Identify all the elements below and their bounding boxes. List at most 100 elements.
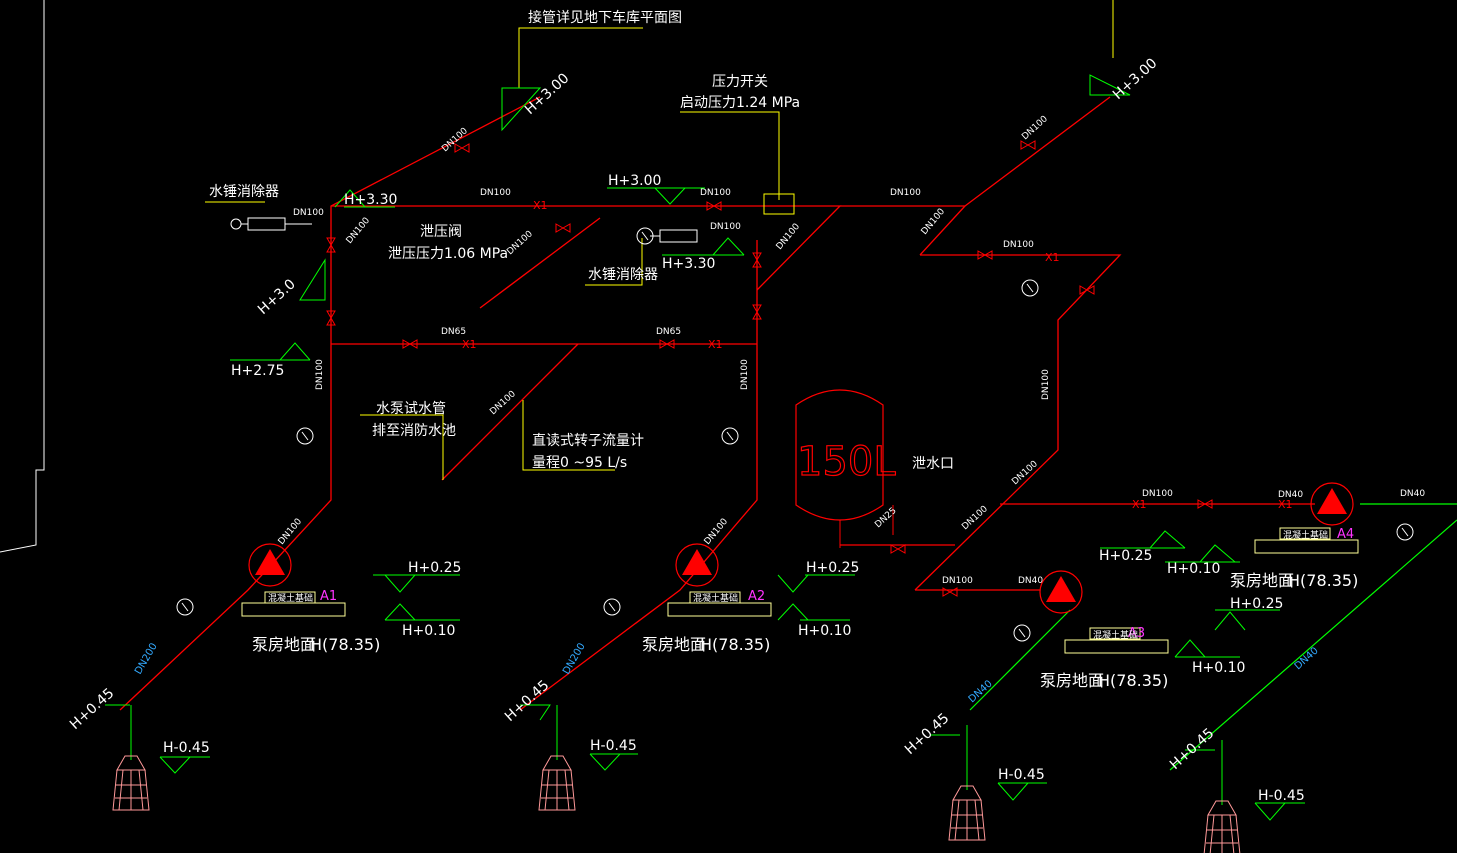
pipe-label-10: DN100 xyxy=(920,207,948,237)
note-relief-valve: 泄压阀 xyxy=(420,224,462,240)
pump-a4 xyxy=(1310,482,1354,526)
pump-tag-a2: A2 xyxy=(748,589,765,604)
elev-p1-010: H+0.10 xyxy=(402,623,455,639)
pipe-label-7: DN100 xyxy=(890,188,921,198)
pressure-gauges xyxy=(176,227,1414,642)
note-pressure-switch: 压力开关 xyxy=(712,74,768,90)
elev-p4-010: H+0.10 xyxy=(1167,561,1220,577)
pipe-network xyxy=(119,96,1315,711)
pump-floor-1: 泵房地面 xyxy=(252,635,316,654)
elev-h300c: H+3.00 xyxy=(1110,55,1160,103)
pump-a2 xyxy=(675,543,719,587)
base-label-3: 混凝土基础 xyxy=(1093,629,1138,641)
elevation-symbols xyxy=(105,74,1305,821)
elev-p3-025: H+0.25 xyxy=(1230,596,1283,612)
pipe-label-14: DN100 xyxy=(960,504,990,532)
elev-p2-025: H+0.25 xyxy=(806,560,859,576)
elev-p4-025: H+0.25 xyxy=(1099,548,1152,564)
pumps xyxy=(248,482,1354,614)
pipe-label-9: DN100 xyxy=(1020,114,1050,142)
pipe-label-16: DN100 xyxy=(942,576,973,586)
elev-p2-010: H+0.10 xyxy=(798,623,851,639)
elev-h330b: H+3.30 xyxy=(662,256,715,272)
note-hammer2: 水锤消除器 xyxy=(588,267,658,283)
elev-h300a: H+3.00 xyxy=(522,70,572,118)
x1-tag-5: X1 xyxy=(1132,498,1147,511)
pipe-label-11: DN100 xyxy=(1003,240,1034,250)
pipe-label-dn200b: DN200 xyxy=(561,641,588,676)
elev-h30: H+3.0 xyxy=(255,276,299,318)
base-label-4: 混凝土基础 xyxy=(1283,529,1328,541)
pump-level-2: H(78.35) xyxy=(700,635,770,654)
elev-h275: H+2.75 xyxy=(231,363,284,379)
note-hammer1: 水锤消除器 xyxy=(209,184,279,200)
note-to-pool: 排至消防水池 xyxy=(372,423,456,439)
pipe-label-dn40c: DN40 xyxy=(1018,576,1043,586)
note-flowmeter: 直读式转子流量计 xyxy=(532,432,644,449)
pipe-label-5: DN100 xyxy=(700,188,731,198)
elev-s4-045: H+0.45 xyxy=(1167,725,1217,773)
elev-h330a: H+3.30 xyxy=(344,192,397,208)
elev-s1-045: H+0.45 xyxy=(67,685,117,733)
pipe-dn40-green xyxy=(1169,503,1457,771)
pipe-label-dn200a: DN200 xyxy=(133,641,160,676)
elev-s2-m045: H-0.45 xyxy=(590,738,637,754)
x1-tag-2: X1 xyxy=(462,338,477,351)
elev-s1-m045: H-0.45 xyxy=(163,740,210,756)
pump-floor-4: 泵房地面 xyxy=(1230,571,1294,590)
pump-tag-a3: A3 xyxy=(1128,626,1145,641)
pump-floor-2: 泵房地面 xyxy=(642,635,706,654)
pipe-label-8: DN100 xyxy=(775,222,803,252)
pump-bases xyxy=(241,527,1359,654)
sheet-border xyxy=(0,0,45,553)
elev-s4-m045: H-0.45 xyxy=(1258,788,1305,804)
pipe-label-dn40d: DN40 xyxy=(967,678,995,705)
pipe-label-20: DN100 xyxy=(488,389,518,417)
tank-150l xyxy=(795,389,884,521)
elev-p3-010: H+0.10 xyxy=(1192,660,1245,676)
pump-a1 xyxy=(248,543,292,587)
pipe-label-6: DN100 xyxy=(710,222,741,232)
elev-p1-025: H+0.25 xyxy=(408,560,461,576)
pipe-label-3: DN100 xyxy=(345,216,373,246)
note-test-pipe: 水泵试水管 xyxy=(376,401,446,417)
pipe-label-dn65a: DN65 xyxy=(441,327,466,337)
pipe-label-19: DN100 xyxy=(505,229,535,257)
water-hammer-arresters xyxy=(230,193,795,243)
pipe-label-4: DN100 xyxy=(480,188,511,198)
note-connect: 接管详见地下车库平面图 xyxy=(528,9,682,26)
pump-level-4: H(78.35) xyxy=(1288,571,1358,590)
valves xyxy=(326,140,1213,597)
base-label-2: 混凝土基础 xyxy=(693,592,738,604)
elev-s2-045: H+0.45 xyxy=(502,677,552,725)
elev-s3-m045: H-0.45 xyxy=(998,767,1045,783)
x1-tag-6: X1 xyxy=(1278,498,1293,511)
pump-floor-3: 泵房地面 xyxy=(1040,671,1104,690)
pipe-label-15: DN100 xyxy=(1142,489,1173,499)
pipe-label-2: DN100 xyxy=(293,208,324,218)
note-drain: 泄水口 xyxy=(912,456,954,472)
pipe-label-12: DN100 xyxy=(1041,369,1051,400)
pipe-label-21: DN100 xyxy=(277,517,305,547)
note-relief-pressure: 泄压压力1.06 MPa xyxy=(388,246,508,262)
base-label-1: 混凝土基础 xyxy=(268,592,313,604)
pipe-label-dn40a: DN40 xyxy=(1278,490,1303,500)
pipe-green-2 xyxy=(969,609,1071,711)
pipe-label-dn25: DN25 xyxy=(873,506,898,530)
x1-tag-1: X1 xyxy=(533,199,548,212)
pump-tag-a4: A4 xyxy=(1337,527,1354,542)
pump-level-3: H(78.35) xyxy=(1098,671,1168,690)
pipe-label-dn65b: DN65 xyxy=(656,327,681,337)
pipe-label-dn40b: DN40 xyxy=(1400,489,1425,499)
leader-lines xyxy=(205,0,1114,480)
note-range: 量程0 ~95 L/s xyxy=(532,455,627,471)
pipe-label-22: DN100 xyxy=(703,517,731,547)
note-start-pressure: 启动压力1.24 MPa xyxy=(680,95,800,111)
pipe-label-17: DN100 xyxy=(315,359,325,390)
pipe-label-18: DN100 xyxy=(740,359,750,390)
x1-tag-4: X1 xyxy=(1045,251,1060,264)
tank-label: 150L xyxy=(797,439,896,485)
x1-tag-3: X1 xyxy=(708,338,723,351)
pump-level-1: H(78.35) xyxy=(310,635,380,654)
